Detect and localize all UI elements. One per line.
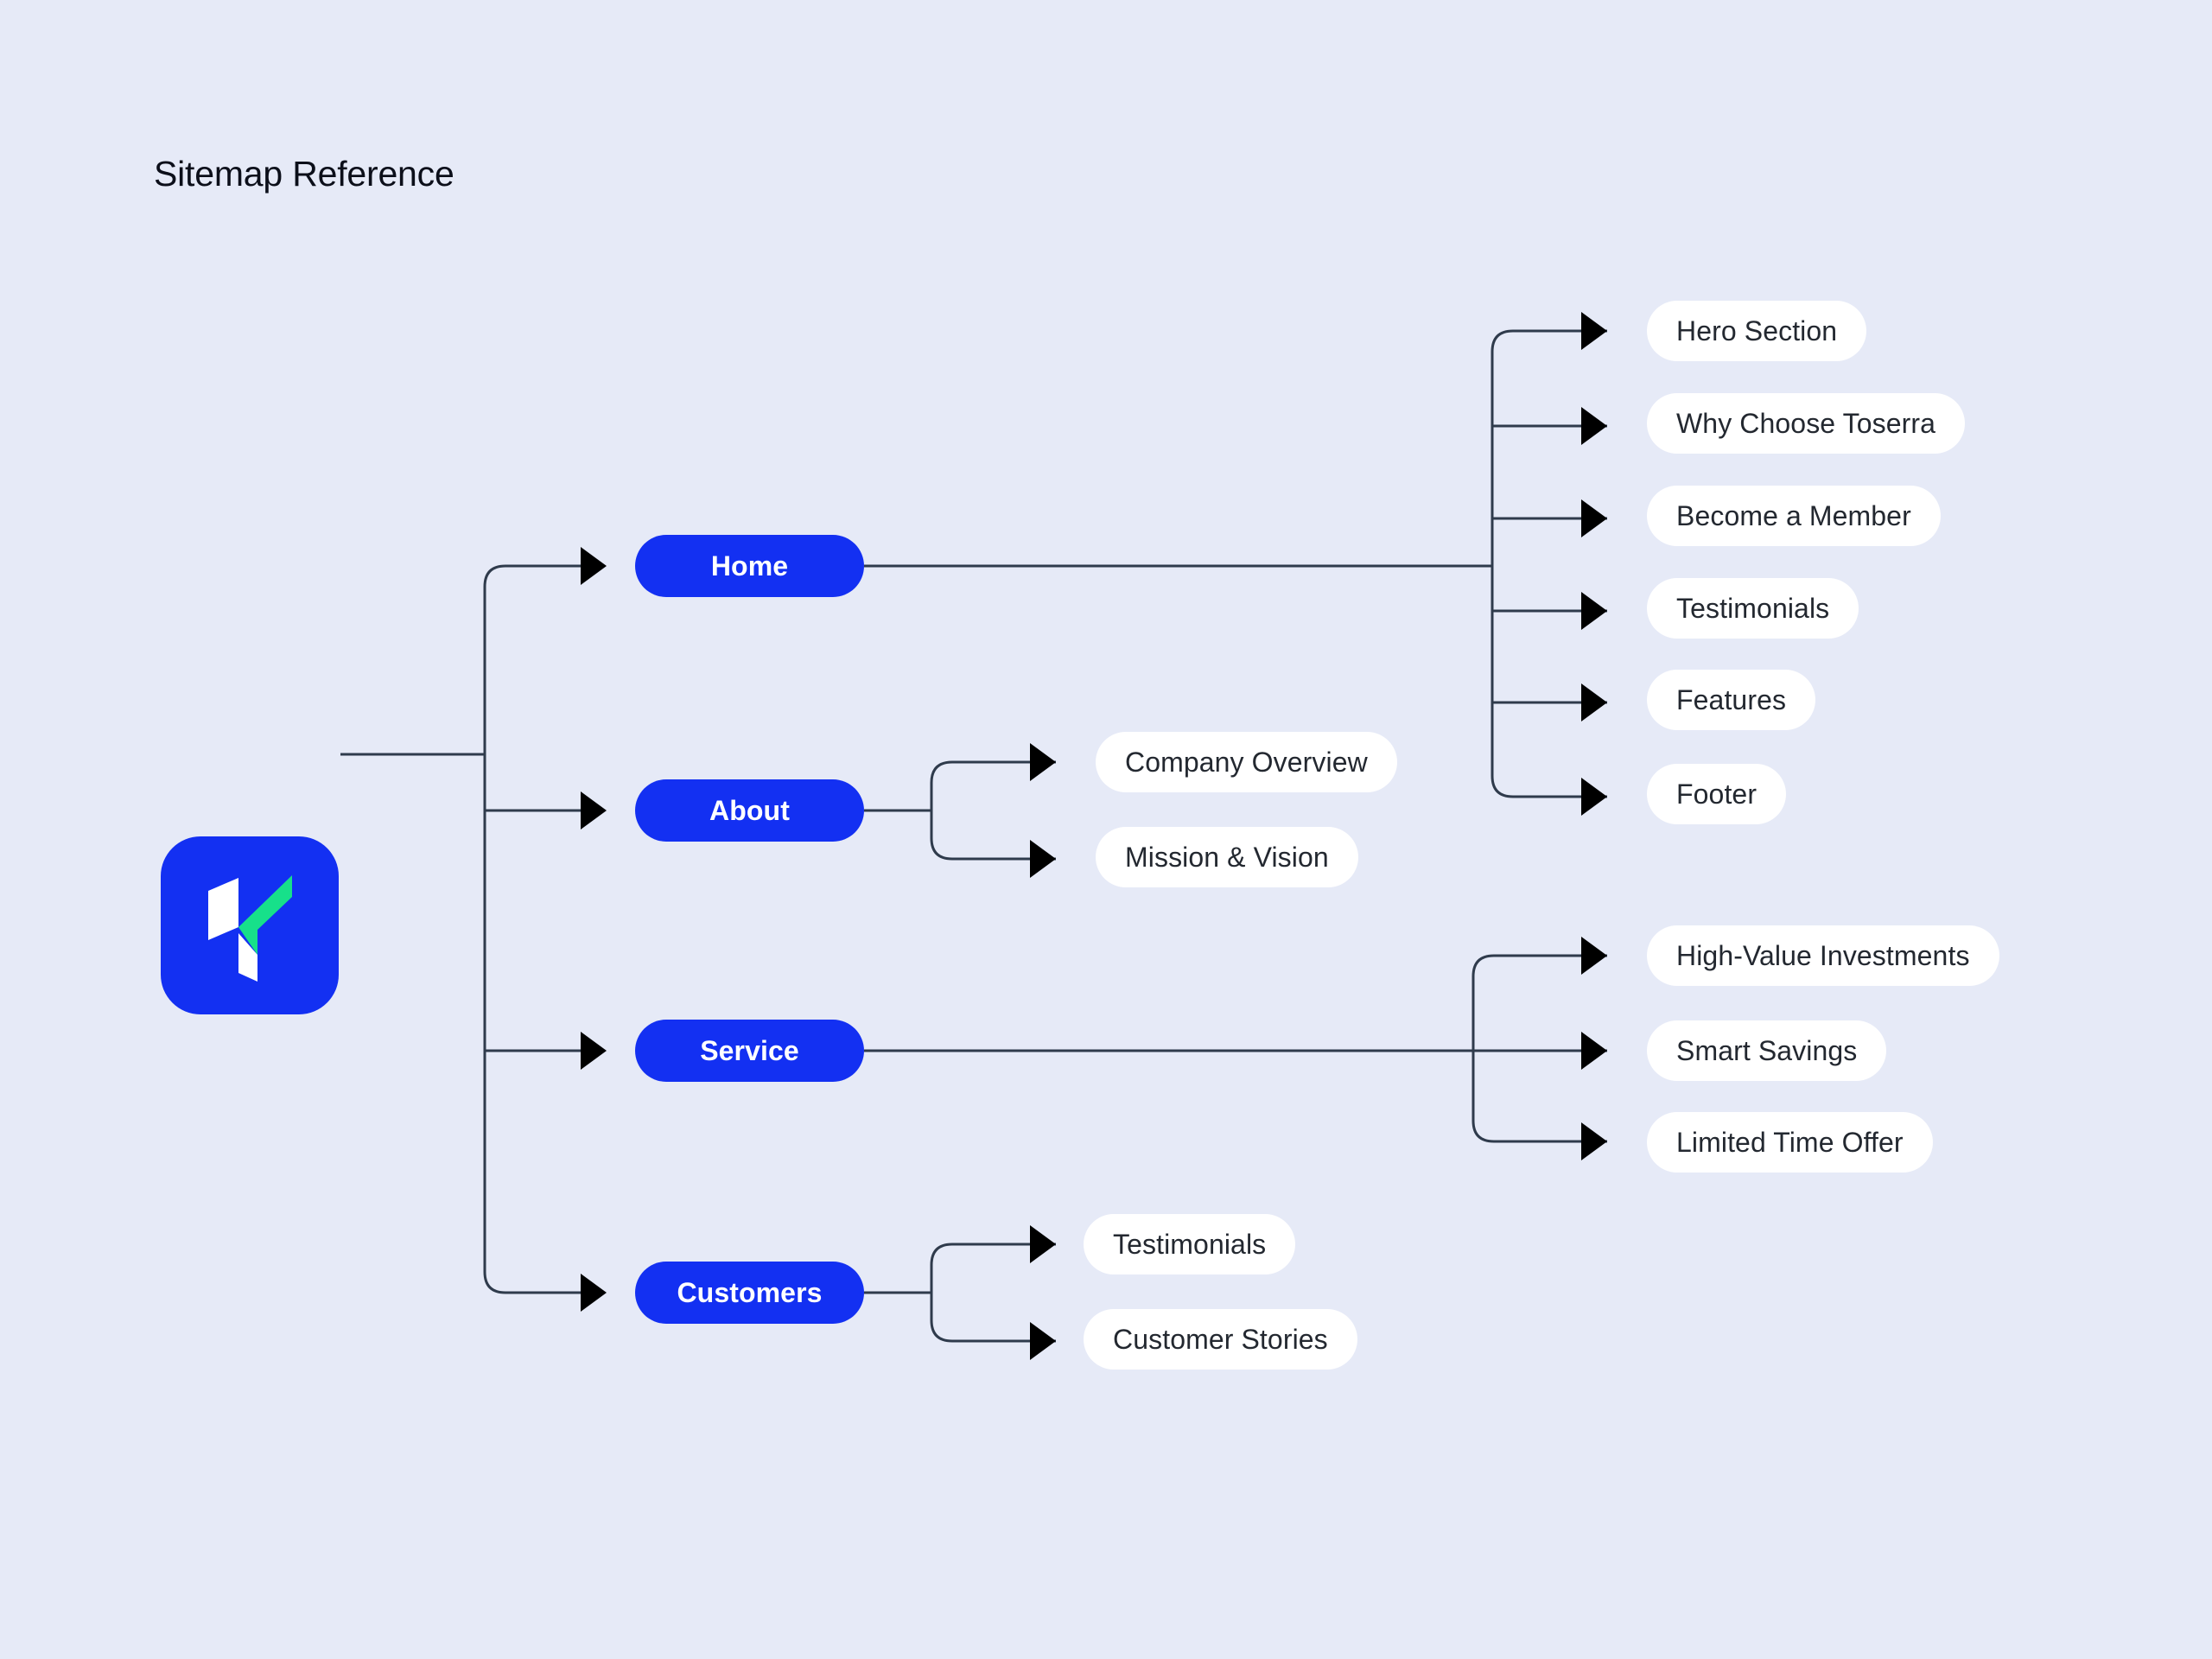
- leaf-home-testimonials[interactable]: Testimonials: [1647, 578, 1859, 639]
- leaf-customers-testimonials[interactable]: Testimonials: [1084, 1214, 1296, 1274]
- node-home[interactable]: Home: [635, 535, 864, 597]
- leaf-home-become-a-member[interactable]: Become a Member: [1647, 486, 1941, 546]
- logo-shape-top-left: [208, 878, 238, 940]
- edge-about-trunk: [930, 760, 1056, 861]
- arrowhead-service: [581, 1032, 607, 1070]
- edge-home-trunk: [1491, 329, 1607, 798]
- arrowhead-customers-child-2: [1030, 1322, 1056, 1360]
- leaf-home-footer[interactable]: Footer: [1647, 764, 1787, 824]
- leaf-label: Become a Member: [1676, 499, 1911, 531]
- arrowhead-home-child-6: [1581, 778, 1607, 816]
- arrowhead-about-child-2: [1030, 840, 1056, 878]
- node-customers[interactable]: Customers: [635, 1262, 864, 1324]
- leaf-label: Why Choose Toserra: [1676, 407, 1936, 439]
- node-about[interactable]: About: [635, 779, 864, 842]
- leaf-service-limited-time-offer[interactable]: Limited Time Offer: [1647, 1112, 1933, 1173]
- arrowhead-service-child-1: [1581, 937, 1607, 975]
- leaf-service-smart-savings[interactable]: Smart Savings: [1647, 1020, 1887, 1081]
- leaf-home-why-choose-toserra[interactable]: Why Choose Toserra: [1647, 393, 1966, 454]
- leaf-label: Hero Section: [1676, 315, 1838, 346]
- leaf-label: Testimonials: [1676, 592, 1830, 624]
- leaf-home-hero-section[interactable]: Hero Section: [1647, 301, 1867, 361]
- brand-logo[interactable]: [161, 836, 339, 1014]
- arrowhead-about: [581, 791, 607, 830]
- arrowhead-service-child-2: [1581, 1032, 1607, 1070]
- leaf-label: Mission & Vision: [1125, 841, 1329, 873]
- arrowhead-service-child-3: [1581, 1122, 1607, 1160]
- brand-logo-mark: [208, 875, 292, 982]
- leaf-label: Footer: [1676, 778, 1758, 810]
- logo-shape-accent-bar: [238, 875, 292, 955]
- arrowhead-home-child-2: [1581, 407, 1607, 445]
- leaf-label: Testimonials: [1113, 1228, 1267, 1260]
- arrowhead-home-child-1: [1581, 312, 1607, 350]
- leaf-home-features[interactable]: Features: [1647, 670, 1816, 730]
- arrowhead-customers: [581, 1274, 607, 1312]
- arrowhead-home-child-5: [1581, 683, 1607, 721]
- edge-customers-trunk: [930, 1243, 1056, 1343]
- logo-shape-bottom: [238, 933, 257, 982]
- arrowhead-home: [581, 547, 607, 585]
- leaf-service-high-value-investments[interactable]: High-Value Investments: [1647, 925, 1999, 986]
- leaf-label: Customer Stories: [1113, 1323, 1328, 1355]
- leaf-label: High-Value Investments: [1676, 939, 1970, 971]
- arrowhead-home-child-4: [1581, 592, 1607, 630]
- node-service[interactable]: Service: [635, 1020, 864, 1082]
- leaf-about-mission-vision[interactable]: Mission & Vision: [1096, 827, 1358, 887]
- node-about-label: About: [709, 794, 790, 826]
- page-title: Sitemap Reference: [154, 154, 454, 194]
- node-customers-label: Customers: [677, 1276, 823, 1308]
- edge-service-trunk: [1471, 954, 1607, 1143]
- arrowhead-about-child-1: [1030, 743, 1056, 781]
- node-service-label: Service: [700, 1034, 799, 1066]
- arrowhead-customers-child-1: [1030, 1225, 1056, 1263]
- arrowhead-home-child-3: [1581, 499, 1607, 537]
- node-home-label: Home: [710, 550, 789, 582]
- leaf-customers-customer-stories[interactable]: Customer Stories: [1084, 1309, 1357, 1370]
- leaf-label: Features: [1676, 683, 1787, 715]
- leaf-label: Smart Savings: [1676, 1034, 1858, 1066]
- leaf-label: Limited Time Offer: [1676, 1126, 1904, 1158]
- leaf-label: Company Overview: [1125, 746, 1368, 778]
- leaf-about-company-overview[interactable]: Company Overview: [1096, 732, 1397, 792]
- edge-root-trunk: [483, 564, 605, 1294]
